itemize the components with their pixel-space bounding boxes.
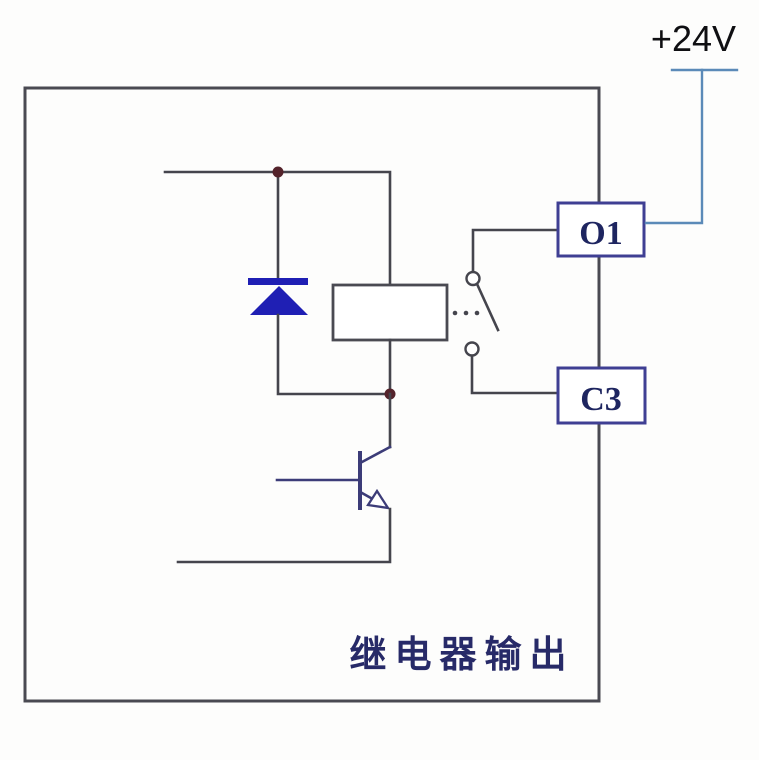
terminal-box-c3	[556, 366, 647, 425]
supply-drop-wire	[644, 68, 704, 225]
relay-contact-switch-icon	[452, 228, 560, 395]
upper-contact	[465, 270, 481, 287]
lower-contact-wire	[470, 354, 560, 395]
terminal-label-c3: C3	[580, 381, 622, 418]
flyback-diode-icon	[248, 278, 392, 396]
lower-contact	[464, 341, 480, 357]
junction-dot	[272, 166, 284, 178]
linkage-dot	[474, 310, 480, 316]
emitter-wire	[176, 507, 392, 564]
collector-lead	[360, 445, 392, 464]
emitter-arrowhead	[366, 488, 391, 510]
terminal-box-o1	[556, 201, 646, 258]
diode-anode-triangle	[250, 286, 308, 315]
upper-contact-wire	[471, 228, 560, 273]
supply-24v: +24V	[644, 18, 739, 225]
terminal-label-o1: O1	[579, 215, 622, 252]
supply-voltage-label: +24V	[651, 18, 736, 59]
terminal-o1: O1	[556, 201, 646, 258]
caption-relay-output: 继电器输出	[350, 633, 575, 676]
terminal-c3: C3	[556, 366, 647, 425]
coil-top-wire	[163, 170, 392, 287]
relay-coil-box	[331, 283, 449, 342]
diode-bottom-wire	[276, 313, 392, 396]
npn-transistor-icon	[176, 392, 392, 564]
linkage-dot	[463, 310, 469, 316]
switch-blade	[475, 283, 500, 332]
coil-top-net	[163, 166, 392, 287]
diode-cathode-bar	[248, 278, 308, 285]
linkage-dot	[452, 310, 458, 316]
